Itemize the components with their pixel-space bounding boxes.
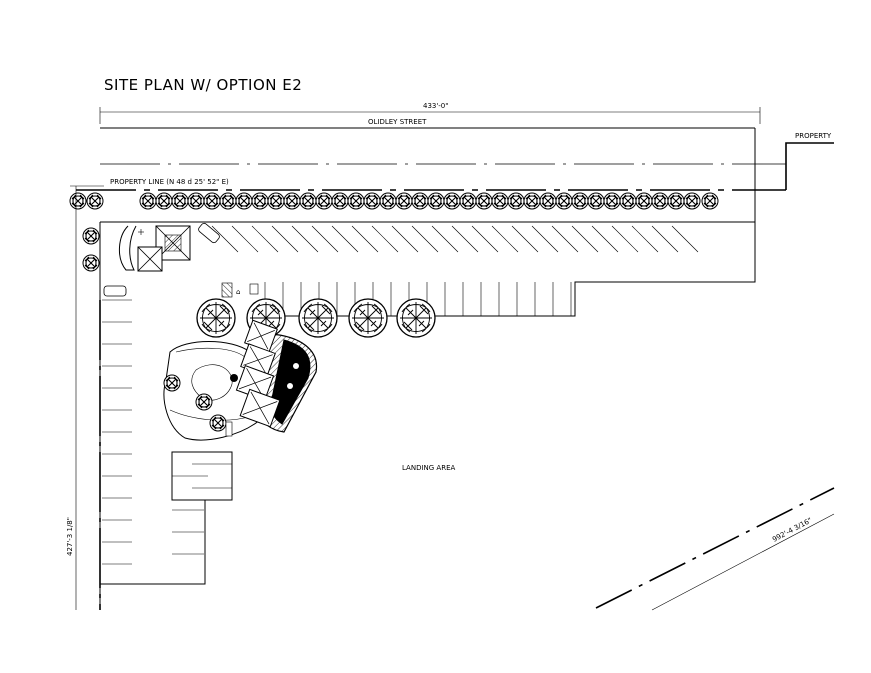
courtyard <box>163 341 261 441</box>
street-tree-row <box>69 192 719 210</box>
landing-area-label: LANDING AREA <box>402 464 456 472</box>
diagonal-dimension: 992'-4 3/16" <box>595 487 835 611</box>
diagonal-dimension-text: 992'-4 3/16" <box>771 516 813 543</box>
parking-stalls-west <box>102 299 204 565</box>
top-dimension-text: 433'-0" <box>423 102 448 110</box>
angled-parking-north <box>211 225 699 253</box>
large-trees <box>196 298 436 338</box>
property-label: PROPERTY <box>795 132 832 140</box>
entry-buildings <box>137 225 191 272</box>
top-dimension: 433'-0" <box>99 102 761 124</box>
street-label: OLIDLEY STREET <box>368 118 427 126</box>
left-dimension-text: 427'-3 1/8" <box>66 517 74 556</box>
left-dimension: 427'-3 1/8" <box>66 185 104 610</box>
main-building <box>235 319 318 433</box>
site-boundary <box>99 221 756 610</box>
property-line: PROPERTY LINE (N 48 d 25' 52" E) PROPERT… <box>76 132 834 191</box>
entry-drive <box>82 222 220 297</box>
property-line-label: PROPERTY LINE (N 48 d 25' 52" E) <box>110 178 229 186</box>
southwest-building <box>171 451 233 501</box>
parked-car <box>198 222 220 244</box>
parked-car <box>103 285 127 297</box>
svg-text:⌂: ⌂ <box>236 288 240 296</box>
drawing-title: SITE PLAN W/ OPTION E2 <box>104 76 302 94</box>
street-area: OLIDLEY STREET <box>100 118 786 226</box>
small-structures: ⌂ <box>221 282 259 298</box>
